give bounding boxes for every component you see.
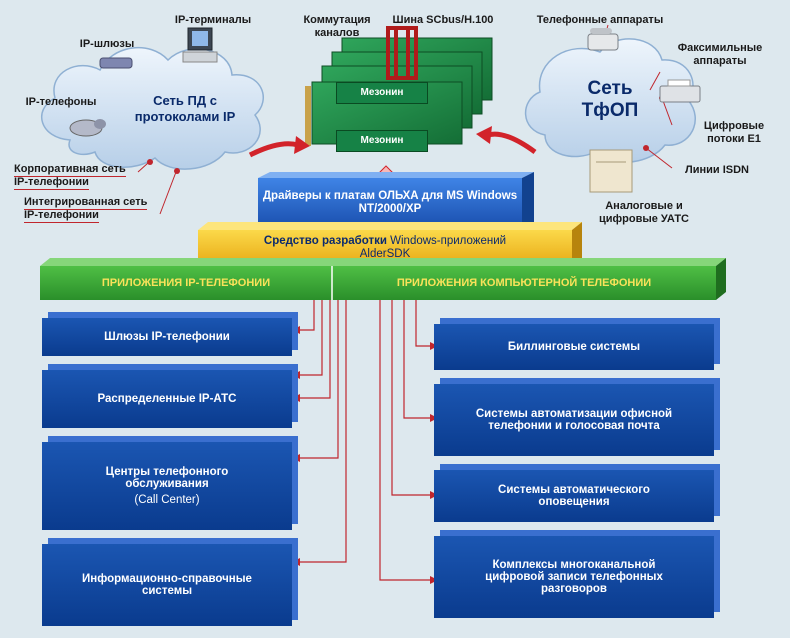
ip-network-cloud xyxy=(40,46,264,170)
bus-label: Шина SCbus/H.100 xyxy=(392,14,494,26)
ip-network-label: Сеть ПД с протоколами IP xyxy=(134,93,236,124)
sdk-name: AlderSDK xyxy=(359,248,411,260)
drivers-layer-shape xyxy=(258,172,534,228)
right-box-call-recording[interactable]: Комплексы многоканальной цифровой записи… xyxy=(434,536,714,618)
left-box-label: Центры телефонного обслуживания xyxy=(105,466,229,490)
ip-terminal-icon xyxy=(182,27,218,63)
left-box-label: Распределенные IP-АТС xyxy=(97,393,237,405)
right-box-billing[interactable]: Биллинговые системы xyxy=(434,324,714,370)
channel-switching-label: Коммутация каналов xyxy=(303,14,371,39)
mezonin-card-2: Мезонин xyxy=(336,130,428,152)
connector-lines xyxy=(300,300,430,581)
ip-gateway-icon xyxy=(99,57,133,69)
apps-layer-shape xyxy=(40,258,726,300)
analog-pbx-label: Аналоговые и цифровые УАТС xyxy=(599,200,689,225)
left-box-sublabel: (Call Center) xyxy=(134,494,200,506)
mezonin-card-1: Мезонин xyxy=(336,82,428,104)
ip-phones-label: IP-телефоны xyxy=(25,96,97,108)
right-box-label: Системы автоматического оповещения xyxy=(498,484,650,508)
isdn-dot xyxy=(643,145,649,151)
left-box-label: Информационно-справочные системы xyxy=(82,573,252,597)
corp-net-label: Корпоративная сеть IP-телефонии xyxy=(14,163,138,190)
sdk-rest-text: Windows-приложений xyxy=(386,235,507,247)
ip-terminals-label: IP-терминалы xyxy=(174,14,252,26)
integrated-net-label: Интегрированная сеть IP-телефонии xyxy=(24,196,160,223)
phone-set-icon xyxy=(587,28,619,51)
ip-phone-icon xyxy=(69,119,106,137)
integrated-net-dot xyxy=(174,168,180,174)
right-box-auto-notify[interactable]: Системы автоматического оповещения xyxy=(434,470,714,522)
fax-icon xyxy=(659,79,701,103)
right-box-office-automation[interactable]: Системы автоматизации офисной телефонии … xyxy=(434,384,714,456)
apps-ip-label: ПРИЛОЖЕНИЯ IP-ТЕЛЕФОНИИ xyxy=(101,276,271,289)
sdk-bold-text: Средство разработки xyxy=(263,235,387,247)
right-box-label: Системы автоматизации офисной телефонии … xyxy=(475,408,673,432)
isdn-label: Линии ISDN xyxy=(685,164,749,176)
right-box-label: Биллинговые системы xyxy=(507,341,641,353)
sdk-title: Средство разработки Windows-приложений xyxy=(264,235,506,248)
e1-label: Цифровые потоки E1 xyxy=(703,120,765,145)
arrow-right-head xyxy=(476,126,492,144)
right-box-label: Комплексы многоканальной цифровой записи… xyxy=(485,559,663,595)
fax-label: Факсимильные аппараты xyxy=(677,42,763,67)
phone-sets-label: Телефонные аппараты xyxy=(536,14,664,26)
left-box-info-systems[interactable]: Информационно-справочные системы xyxy=(42,544,292,626)
left-box-ip-pbx[interactable]: Распределенные IP-АТС xyxy=(42,370,292,428)
left-box-label: Шлюзы IP-телефонии xyxy=(104,331,230,343)
integrated-net-text: Интегрированная сеть IP-телефонии xyxy=(24,196,148,223)
pbx-icon xyxy=(589,149,633,193)
drivers-layer-text: Драйверы к платам ОЛЬХА для MS Windows N… xyxy=(262,190,518,215)
corp-net-dot xyxy=(147,159,153,165)
ip-gateways-label: IP-шлюзы xyxy=(79,38,135,50)
arrow-right-to-boards xyxy=(487,131,537,155)
arrow-left-head xyxy=(294,136,310,154)
sdk-layer: Средство разработки Windows-приложений A… xyxy=(198,231,572,265)
corp-net-text: Корпоративная сеть IP-телефонии xyxy=(14,163,126,190)
left-box-call-center[interactable]: Центры телефонного обслуживания (Call Ce… xyxy=(42,442,292,530)
left-box-ip-gateways[interactable]: Шлюзы IP-телефонии xyxy=(42,318,292,356)
connector-arrowheads xyxy=(292,326,438,584)
apps-ct-label: ПРИЛОЖЕНИЯ КОМПЬЮТЕРНОЙ ТЕЛЕФОНИИ xyxy=(396,276,652,289)
pstn-label: Сеть ТфОП xyxy=(581,78,639,121)
arrow-left-to-boards xyxy=(248,141,299,158)
